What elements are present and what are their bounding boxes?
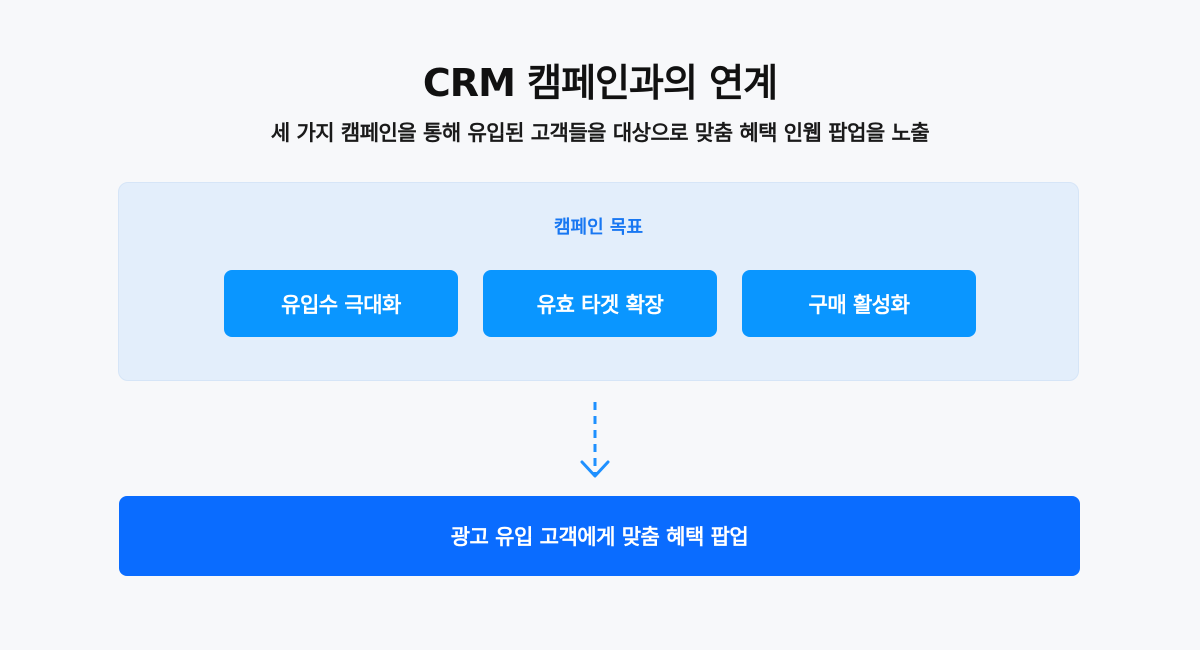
- goal-expand-target: 유효 타겟 확장: [483, 270, 717, 337]
- result-popup-bar: 광고 유입 고객에게 맞춤 혜택 팝업: [119, 496, 1080, 576]
- goal-activate-purchase: 구매 활성화: [742, 270, 976, 337]
- diagram-subtitle: 세 가지 캠페인을 통해 유입된 고객들을 대상으로 맞춤 혜택 인웹 팝업을 …: [270, 121, 930, 145]
- diagram-title: CRM 캠페인과의 연계: [422, 61, 778, 105]
- campaign-goals-panel: 캠페인 목표 유입수 극대화 유효 타겟 확장 구매 활성화: [118, 182, 1079, 381]
- campaign-goals-label: 캠페인 목표: [553, 217, 644, 238]
- down-arrow-icon: [580, 402, 610, 478]
- goal-maximize-inflow: 유입수 극대화: [224, 270, 458, 337]
- arrow-head: [580, 460, 610, 478]
